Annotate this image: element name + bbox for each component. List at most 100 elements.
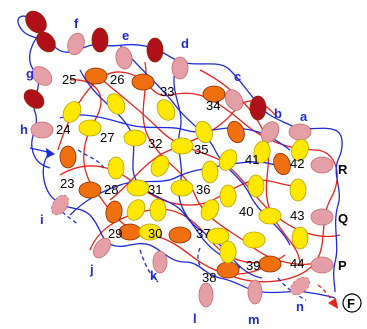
letter-label-g: g: [26, 66, 34, 81]
cell-label-37: 37: [196, 226, 210, 241]
yellow-crossing-ellipse: [156, 99, 176, 121]
cell-label-30: 30: [148, 226, 162, 241]
yellow-crossing-ellipse: [138, 223, 162, 241]
terminal-label: F: [347, 296, 355, 311]
pink-crossing-ellipse: [171, 56, 189, 80]
cell-label-36: 36: [196, 182, 210, 197]
letter-label-k: k: [150, 268, 158, 283]
dark-red-crossing-ellipse: [25, 10, 47, 34]
yellow-crossing-ellipse: [62, 101, 82, 123]
yellow-crossing-ellipse: [150, 155, 170, 177]
blue-lattice-curve: [69, 161, 276, 216]
cell-label-39: 39: [246, 258, 260, 273]
yellow-crossing-ellipse: [107, 156, 125, 180]
letter-label-Q: Q: [338, 211, 348, 226]
pink-crossing-ellipse: [310, 256, 334, 274]
yellow-crossing-ellipse: [149, 198, 167, 222]
orange-crossing-ellipse: [105, 200, 123, 224]
terminal-node: F: [342, 293, 362, 313]
cell-label-33: 33: [160, 84, 174, 99]
terminal-circle: [342, 293, 362, 313]
letter-label-l: l: [193, 311, 197, 324]
cell-number-labels: 25 26 33 34 24 27 32 35 41 42 23 28 31 3…: [56, 72, 304, 285]
blue-dashed-curve: [197, 247, 207, 273]
yellow-crossing-ellipse: [253, 140, 271, 164]
cell-label-24: 24: [56, 122, 70, 137]
orange-crossing-ellipse: [227, 120, 245, 144]
pink-crossing-ellipse: [115, 46, 133, 70]
dark-red-crossing-ellipse: [23, 89, 45, 109]
orange-crossing-ellipse: [258, 255, 282, 273]
pink-crossing-ellipse: [198, 282, 214, 308]
yellow-crossing-ellipse: [291, 226, 309, 250]
yellow-crossing-ellipse: [242, 231, 266, 249]
yellow-crossing-ellipse: [170, 137, 194, 155]
orange-crossing-ellipse: [59, 145, 77, 169]
yellow-crossing-ellipse: [123, 129, 147, 147]
cell-label-44: 44: [290, 256, 304, 271]
cell-label-28: 28: [104, 182, 118, 197]
crossing-ellipses: [23, 10, 334, 308]
cell-label-41: 41: [245, 152, 259, 167]
blue-dashed-curve: [139, 249, 159, 283]
pink-crossing-ellipse: [288, 123, 312, 141]
orange-crossing-ellipse: [78, 181, 102, 199]
letter-label-i: i: [40, 212, 44, 227]
cell-label-32: 32: [148, 136, 162, 151]
yellow-crossing-ellipse: [206, 227, 230, 245]
pink-crossing-ellipse: [30, 121, 54, 139]
dark-red-crossing-ellipse: [91, 27, 109, 53]
cell-label-42: 42: [290, 156, 304, 171]
letter-label-f: f: [74, 16, 79, 31]
pink-crossing-ellipse: [290, 276, 310, 296]
yellow-crossing-ellipse: [106, 93, 126, 115]
pink-crossing-ellipse: [310, 156, 334, 174]
letter-label-b: b: [274, 106, 282, 121]
blue-boundary-curve: [29, 29, 51, 169]
cell-label-38: 38: [202, 270, 216, 285]
cell-label-35: 35: [194, 142, 208, 157]
cell-label-25: 25: [62, 72, 76, 87]
yellow-crossing-ellipse: [126, 179, 150, 197]
yellow-crossing-ellipse: [78, 119, 102, 137]
letter-label-R: R: [338, 162, 348, 177]
orange-crossing-ellipse: [84, 67, 108, 85]
cell-label-27: 27: [100, 130, 114, 145]
arrows: [29, 147, 338, 309]
orange-crossing-ellipse: [202, 85, 226, 103]
orange-crossing-ellipse: [168, 226, 192, 244]
cell-label-34: 34: [206, 98, 220, 113]
orange-crossing-ellipse: [216, 261, 240, 279]
entry-arrowhead: [46, 148, 55, 158]
letter-label-d: d: [181, 36, 189, 51]
yellow-crossing-ellipse: [291, 138, 309, 162]
blue-boundary-curve: [17, 15, 343, 293]
yellow-crossing-ellipse: [219, 184, 237, 208]
pink-crossing-ellipse: [93, 237, 111, 259]
pink-crossing-ellipse: [247, 279, 263, 305]
blue-dashed-curve: [277, 277, 307, 301]
letter-label-c: c: [234, 69, 241, 84]
pink-crossing-ellipse: [51, 194, 69, 216]
cell-label-29: 29: [108, 226, 122, 241]
pink-crossing-ellipse: [67, 32, 85, 56]
letter-label-a: a: [300, 109, 308, 124]
pink-crossing-ellipse: [31, 66, 53, 86]
cell-label-26: 26: [110, 72, 124, 87]
yellow-crossing-ellipse: [201, 160, 219, 184]
pink-crossing-ellipse: [152, 250, 168, 274]
cell-label-31: 31: [148, 182, 162, 197]
yellow-crossing-ellipse: [200, 199, 220, 221]
dark-red-crossing-ellipse: [146, 37, 164, 63]
blue-boundary-curve: [42, 154, 336, 299]
yellow-crossing-ellipse: [218, 149, 238, 171]
dark-red-crossing-ellipse: [249, 95, 267, 121]
blue-dashed-curve: [77, 149, 106, 171]
exit-arrowhead: [328, 298, 338, 309]
letter-label-j: j: [89, 262, 94, 277]
yellow-crossing-ellipse: [126, 199, 146, 221]
yellow-crossing-ellipse: [170, 179, 194, 197]
orange-crossing-ellipse: [131, 73, 155, 91]
yellow-crossing-ellipse: [289, 178, 307, 202]
pink-crossing-ellipse: [224, 89, 244, 111]
